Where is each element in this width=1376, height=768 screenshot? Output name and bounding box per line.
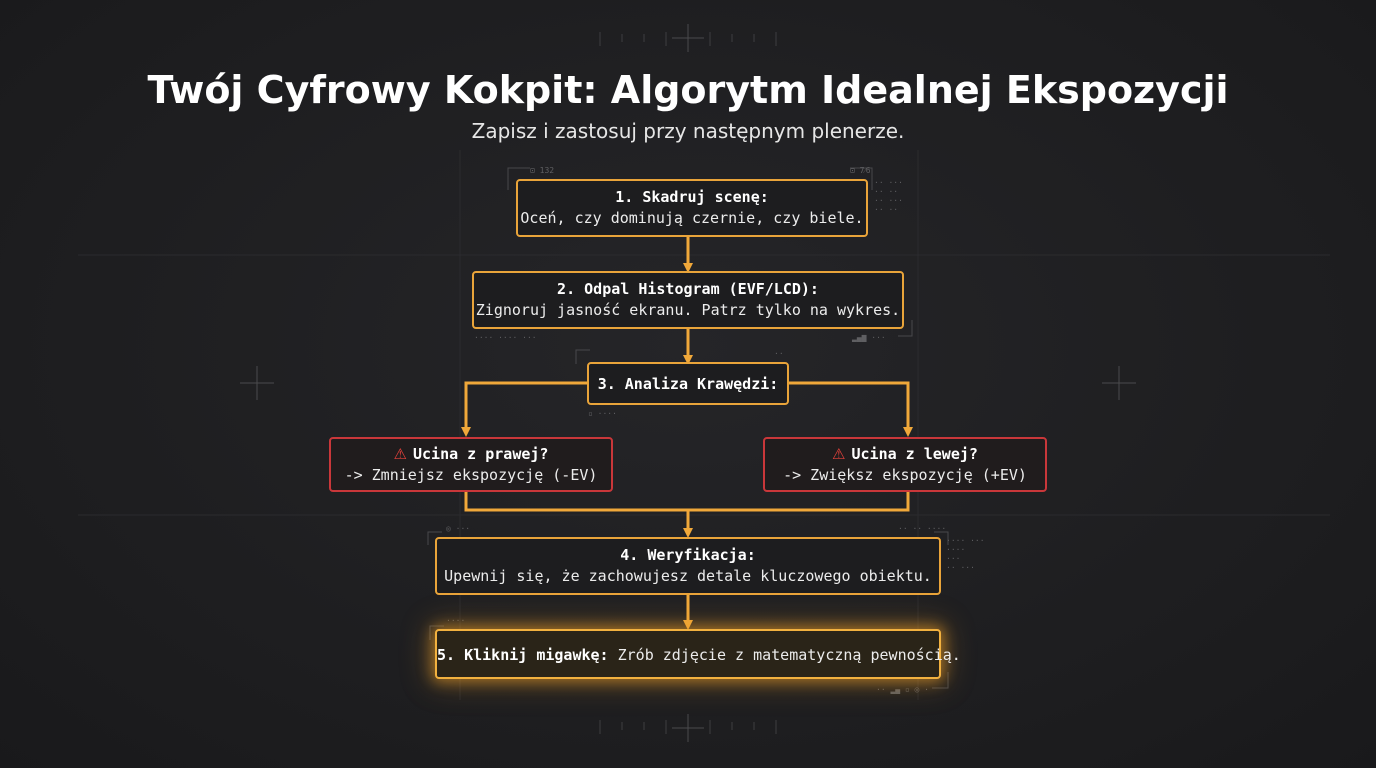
hud-text: ⊡ 132 [530, 166, 555, 175]
step-3-title: 3. Analiza Krawędzi: [597, 375, 779, 393]
step-5-title: 5. Kliknij migawkę: [437, 646, 609, 664]
step-1-box: 1. Skadruj scenę: Oceń, czy dominują cze… [516, 179, 868, 237]
warning-triangle-icon: ⚠ [393, 445, 407, 463]
hud-text: ⊡ 7⁄6 [850, 166, 871, 175]
flow-connectors [461, 236, 913, 630]
right-clip-box: ⚠ Ucina z prawej? -> Zmniejsz ekspozycję … [329, 437, 613, 492]
corner-brackets [427, 167, 949, 689]
page-title: Twój Cyfrowy Kokpit: Algorytm Idealnej E… [147, 68, 1229, 112]
right-clip-text: -> Zmniejsz ekspozycję (-EV) [344, 466, 598, 484]
right-clip-title: Ucina z prawej? [412, 445, 549, 463]
crosshair-icons [240, 24, 1136, 742]
page-subtitle: Zapisz i zastosuj przy następnym plenerz… [471, 119, 905, 143]
hud-text: ·· ·· ···· [898, 524, 947, 533]
step-1-text: Oceń, czy dominują czernie, czy biele. [520, 209, 864, 227]
hud-text: ·· ▂▄ ▫ ◎ · [876, 685, 929, 694]
step-4-text: Upewnij się, że zachowujesz detale klucz… [444, 567, 932, 585]
hud-text: ·· [774, 349, 784, 358]
left-clip-text: -> Zwiększ ekspozycję (+EV) [783, 466, 1027, 484]
step-1-title: 1. Skadruj scenę: [615, 188, 769, 206]
hud-text: ·· ····· ···· ····· ·· [874, 178, 903, 214]
left-clip-box: ⚠ Ucina z lewej? -> Zwiększ ekspozycję (+… [763, 437, 1047, 492]
hud-text: ···· [446, 616, 466, 625]
arrow-step3-to-right-clip [461, 381, 587, 437]
step-5-text: Zrób zdjęcie z matematyczną pewnością. [617, 646, 961, 664]
step-2-box: 2. Odpal Histogram (EVF/LCD): Zignoruj j… [472, 271, 904, 329]
step-2-title: 2. Odpal Histogram (EVF/LCD): [557, 280, 819, 298]
left-clip-title: Ucina z lewej? [851, 445, 978, 463]
hud-text: ▂▄▆ ··· [852, 333, 886, 342]
hud-text: ▫ ···· [588, 409, 617, 418]
step-5-box[interactable]: 5. Kliknij migawkę: Zrób zdjęcie z matem… [435, 629, 961, 679]
ruler-ticks [599, 32, 777, 734]
hud-text: ···· ···· ··· [474, 333, 537, 342]
background-grid [78, 150, 1330, 700]
step-4-title: 4. Weryfikacja: [620, 546, 756, 564]
warning-triangle-icon: ⚠ [832, 445, 846, 463]
step-3-box: 3. Analiza Krawędzi: [587, 362, 789, 405]
arrow-step3-to-left-clip [789, 381, 913, 437]
step-2-text: Zignoruj jasność ekranu. Patrz tylko na … [475, 301, 901, 319]
hud-text: ◎ ··· [446, 524, 471, 533]
step-4-box: 4. Weryfikacja: Upewnij się, że zachowuj… [435, 537, 941, 595]
merge-line [464, 492, 910, 512]
hud-text: ···· ············ ··· [946, 536, 985, 572]
